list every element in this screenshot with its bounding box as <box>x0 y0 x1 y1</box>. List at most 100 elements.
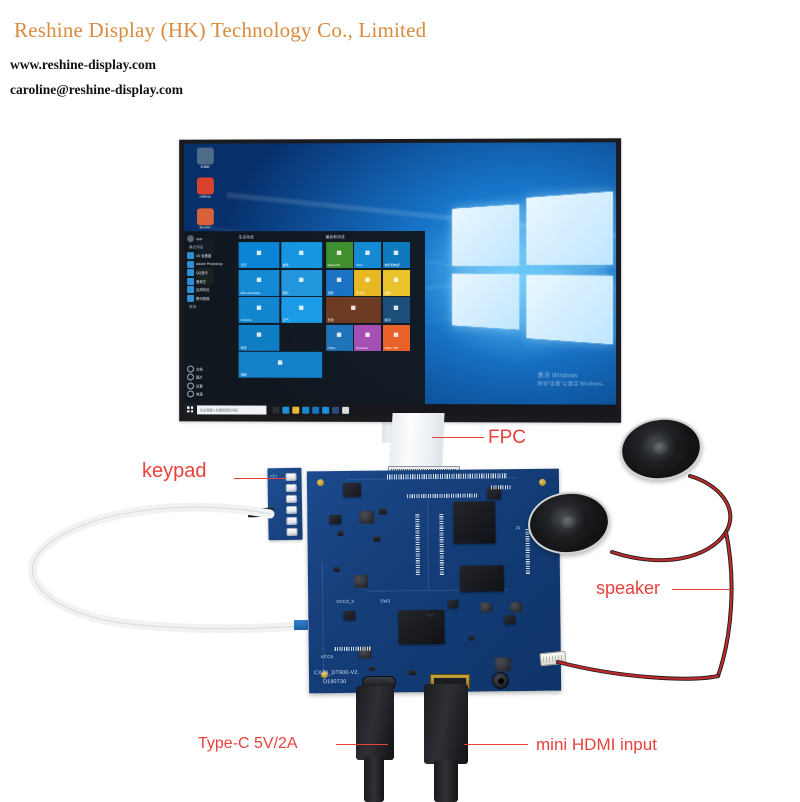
start-tile-label: 新闻 <box>385 318 391 322</box>
start-app-item[interactable]: 3D 查看器 <box>187 252 236 259</box>
start-tile-label: Microsoft Edge <box>241 290 261 294</box>
keypad-button[interactable] <box>285 473 296 481</box>
start-bottom-item[interactable]: 电源 <box>187 391 235 398</box>
mounting-pad <box>317 479 324 486</box>
start-tile[interactable]: ■Microsoft Edge <box>239 270 280 296</box>
start-bottom-label: 电源 <box>196 392 203 397</box>
start-tile[interactable]: ■Minecraft <box>326 242 353 268</box>
start-tile[interactable]: ■OneNote <box>354 324 381 350</box>
leader-line-keypad <box>234 478 286 479</box>
desktop-icon-label: 此电脑 <box>188 165 222 168</box>
start-bottom-icon <box>187 365 194 372</box>
start-tile[interactable]: ■天气 <box>281 297 322 323</box>
edge-icon[interactable] <box>302 406 309 413</box>
leader-line-typec <box>336 744 388 745</box>
start-bottom-label: 文档 <box>196 366 203 371</box>
label-mini-hdmi: mini HDMI input <box>536 735 657 755</box>
ic-small <box>343 483 361 497</box>
board-date-silkscreen: D190730 <box>323 679 346 685</box>
start-group-label-2: 常用 <box>189 305 236 310</box>
start-tile[interactable]: ■照片 <box>281 270 322 296</box>
monitor-screen: 激活 Windows 转到"设置"以激活 Windows。 此电脑火绒安全腾讯Q… <box>184 142 616 416</box>
mail-icon[interactable] <box>322 406 329 413</box>
start-app-item[interactable]: QQ音乐 <box>187 269 236 276</box>
desktop-icon-label: 腾讯QQ <box>188 226 222 229</box>
start-app-item[interactable]: Adobe Photoshop <box>187 261 236 268</box>
start-app-label: QQ音乐 <box>196 270 208 275</box>
silk-j1: J1 <box>515 525 520 530</box>
keypad-button[interactable] <box>286 517 297 525</box>
task-view-icon[interactable] <box>272 406 279 413</box>
ic-small <box>343 611 355 620</box>
start-bottom-list: 文档图片设置电源 <box>187 365 235 399</box>
start-bottom-item[interactable]: 设置 <box>187 382 235 389</box>
start-tile[interactable]: ■皮卡丘 <box>354 270 381 296</box>
fpc-flex-cable <box>389 413 444 473</box>
start-tile[interactable]: ■地图 <box>239 352 322 378</box>
hdmi-cable <box>434 760 458 802</box>
desktop-icon[interactable]: 腾讯QQ <box>188 208 222 229</box>
start-tile-label: 商店 <box>241 345 247 349</box>
photos-icon: ■ <box>299 276 304 285</box>
start-app-item[interactable]: 爱奇艺 <box>187 278 236 285</box>
start-bottom-item[interactable]: 文档 <box>187 365 235 372</box>
leader-line-speaker <box>672 589 730 590</box>
cortana-icon[interactable] <box>282 406 289 413</box>
mounting-pad <box>539 479 546 486</box>
store-icon: ■ <box>256 331 261 340</box>
store-icon[interactable] <box>312 406 319 413</box>
start-tile[interactable]: ■ 商店 <box>239 324 280 350</box>
start-tile[interactable]: ■邮件 <box>281 242 322 268</box>
start-bottom-icon <box>187 374 194 381</box>
start-tile[interactable]: ■电影和电视 <box>383 242 410 268</box>
keypad-button[interactable] <box>286 528 297 536</box>
start-bottom-icon <box>187 391 194 398</box>
company-title: Reshine Display (HK) Technology Co., Lim… <box>14 18 426 43</box>
watermark-line-2: 转到"设置"以激活 Windows。 <box>538 381 607 389</box>
start-tile-label: 绘图 <box>385 290 391 294</box>
soc-chip <box>453 501 495 543</box>
start-bottom-label: 设置 <box>196 383 203 388</box>
news-icon: ■ <box>393 303 398 312</box>
start-tile[interactable]: ■纸牌 <box>326 270 353 296</box>
type-c-cable <box>364 756 384 802</box>
qq-icon[interactable] <box>342 406 349 413</box>
board-model-silkscreen: CX70_DT900-V2. <box>314 670 359 676</box>
start-app-item[interactable]: 应用商店 <box>187 286 236 293</box>
onenote-icon: ■ <box>365 331 370 340</box>
start-tile[interactable]: ■绘图 <box>383 269 410 295</box>
start-tile[interactable]: ■Office 365 <box>383 324 410 350</box>
start-menu[interactable]: user 最近添加 3D 查看器Adobe PhotoshopQQ音乐爱奇艺应用… <box>184 231 425 404</box>
start-tile[interactable]: ■Office <box>326 324 353 350</box>
start-tile-label: 影视 <box>328 318 334 322</box>
start-app-label: 应用商店 <box>196 287 209 292</box>
scaler-chip <box>398 610 444 644</box>
start-tile[interactable]: ■日历 <box>239 242 280 268</box>
activate-windows-watermark: 激活 Windows 转到"设置"以激活 Windows。 <box>538 372 607 389</box>
keypad-button[interactable] <box>286 495 297 503</box>
start-tile[interactable]: ■Xbox <box>354 242 381 268</box>
keypad-button[interactable] <box>286 484 297 492</box>
taskbar-search-input[interactable]: 在这里输入你要搜索的内容 <box>197 405 266 414</box>
start-bottom-item[interactable]: 图片 <box>187 374 235 381</box>
keypad-button[interactable] <box>286 506 297 514</box>
start-tile[interactable]: ■ 新闻 <box>383 297 410 323</box>
windows-logo-wallpaper <box>452 191 613 344</box>
silk-sw3: SW3 <box>380 598 390 603</box>
start-tile-label: 地图 <box>241 373 247 377</box>
start-tile[interactable]: ■Cortana <box>239 297 280 323</box>
start-tile-label: Xbox <box>356 263 363 267</box>
leader-line-fpc <box>432 437 484 438</box>
desktop-icon[interactable]: 火绒安全 <box>188 178 222 199</box>
user-account[interactable]: user <box>187 235 236 242</box>
desktop-icon[interactable]: 此电脑 <box>188 148 222 169</box>
start-button-icon[interactable] <box>184 403 196 415</box>
photoshop-icon[interactable] <box>332 406 339 413</box>
silk-vcc3: VCC3_3 <box>336 599 354 604</box>
explorer-icon[interactable] <box>292 406 299 413</box>
app-tile-icon <box>187 269 194 276</box>
start-app-item[interactable]: 腾讯视频 <box>187 295 236 302</box>
start-tile[interactable]: ■影视 <box>326 297 381 323</box>
mail-icon: ■ <box>299 248 304 257</box>
